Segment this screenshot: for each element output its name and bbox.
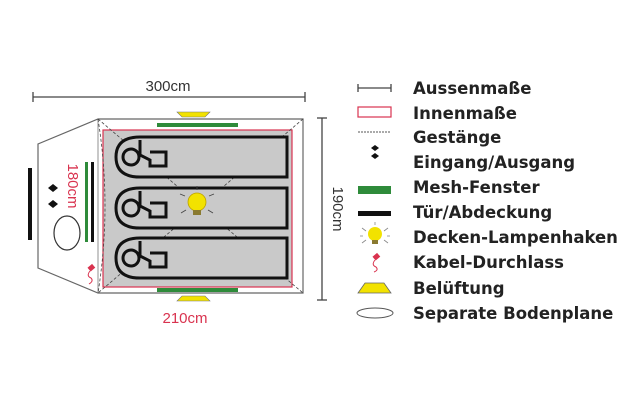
- legend-icons: [356, 84, 394, 319]
- legend-label: Belüftung: [413, 279, 505, 298]
- legend-label: Kabel-Durchlass: [413, 253, 564, 272]
- light-bulb-icon: [360, 222, 390, 244]
- ceiling-lamp-hook-icon: [179, 186, 215, 215]
- legend-label: Separate Bodenplane: [413, 304, 613, 323]
- legend-label: Eingang/Ausgang: [413, 153, 575, 172]
- vent-bottom: [176, 295, 211, 302]
- dimension-line-icon: [357, 84, 392, 92]
- pink-rectangle-icon: [357, 106, 392, 118]
- outer-length-dimension: [32, 92, 306, 102]
- double-arrow-icon: [371, 145, 379, 159]
- outer-width-label: 190cm: [329, 186, 346, 231]
- door-panel-inner: [91, 162, 94, 242]
- separate-groundsheet-oval: [53, 215, 81, 251]
- poles: [97, 118, 304, 294]
- sleeping-mats: [114, 135, 289, 280]
- inner-length-label: 210cm: [162, 310, 207, 327]
- green-bar-icon: [358, 186, 391, 194]
- yellow-trapezoid-icon: [357, 282, 392, 294]
- black-bar-icon: [358, 211, 391, 216]
- legend-label: Innenmaße: [413, 104, 517, 123]
- legend: Aussenmaße Innenmaße Gestänge Eingang/Au…: [356, 79, 618, 323]
- outer-width-dimension: [317, 117, 327, 301]
- mesh-window-top: [157, 123, 238, 127]
- vent-top: [176, 111, 211, 118]
- legend-label: Aussenmaße: [413, 79, 531, 98]
- legend-label: Mesh-Fenster: [413, 178, 540, 197]
- inner-width-label: 180cm: [64, 163, 81, 208]
- cable-port-icon: [87, 263, 96, 285]
- sleeping-mat: [114, 135, 289, 179]
- entrance-arrows-icon: [48, 184, 58, 208]
- outer-length-label: 300cm: [145, 78, 190, 95]
- door-panel-outer: [28, 168, 32, 240]
- legend-label: Gestänge: [413, 128, 501, 147]
- mesh-window-bottom: [157, 288, 238, 292]
- sleeping-mat: [114, 236, 289, 280]
- cable-plug-icon: [372, 252, 381, 273]
- oval-icon: [356, 307, 394, 319]
- legend-label: Decken-Lampenhaken: [413, 228, 618, 247]
- mesh-window-front: [85, 162, 88, 242]
- legend-label: Tür/Abdeckung: [413, 203, 552, 222]
